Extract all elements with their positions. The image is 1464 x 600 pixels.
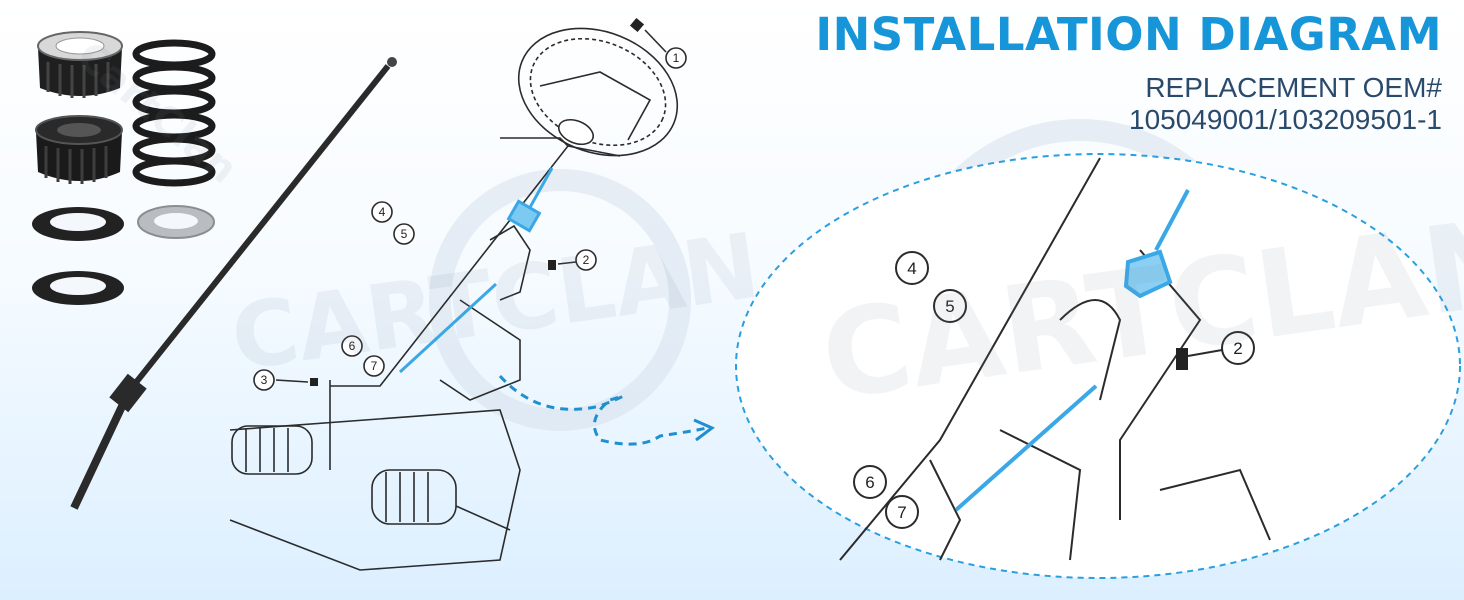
- svg-text:1: 1: [673, 51, 680, 65]
- svg-text:3: 3: [261, 373, 268, 387]
- steering-shaft-icon: [70, 57, 397, 510]
- screw-icon: [310, 17, 645, 386]
- svg-text:4: 4: [907, 259, 916, 278]
- overview-diagram: 1 2 3 4 5 6 7: [229, 17, 687, 571]
- highlighted-shaft: [398, 167, 554, 374]
- bushing-bottom-icon: [35, 115, 123, 184]
- page-title: INSTALLATION DIAGRAM: [815, 8, 1442, 61]
- callout-6: 6: [341, 335, 363, 357]
- replacement-label: REPLACEMENT OEM#: [1145, 72, 1442, 103]
- callout-1: 1: [644, 29, 687, 69]
- callout-3: 3: [253, 369, 309, 391]
- svg-text:6: 6: [865, 473, 874, 492]
- screw-icon: [1176, 348, 1188, 370]
- zoom-callout-6: 6: [853, 465, 887, 499]
- zoom-highlighted-shaft: [954, 189, 1190, 512]
- retaining-ring-icon: [32, 271, 124, 305]
- zoom-callout-7: 7: [885, 495, 919, 529]
- zoom-callout-2: 2: [1187, 331, 1255, 365]
- svg-text:6: 6: [349, 339, 356, 353]
- callout-5: 5: [393, 223, 415, 245]
- zoom-callout-4: 4: [895, 251, 929, 285]
- svg-text:7: 7: [371, 359, 378, 373]
- spring-icon: [132, 39, 216, 187]
- svg-text:2: 2: [1233, 339, 1242, 358]
- retaining-ring-icon: [32, 207, 124, 241]
- rack-boot-right-icon: [371, 469, 457, 525]
- rack-boot-left-icon: [231, 425, 313, 475]
- svg-text:2: 2: [583, 253, 590, 267]
- zoom-detail: 2 4 5 6 7: [735, 153, 1461, 579]
- bushing-top-icon: [37, 31, 123, 98]
- callout-4: 4: [371, 201, 393, 223]
- svg-text:5: 5: [401, 227, 408, 241]
- callout-7: 7: [363, 355, 385, 377]
- washer-icon: [137, 205, 215, 239]
- parts-kit: [32, 31, 397, 510]
- svg-text:5: 5: [945, 297, 954, 316]
- part-numbers: 105049001/103209501-1: [1129, 104, 1442, 135]
- svg-text:7: 7: [897, 503, 906, 522]
- zoom-arrow: [498, 374, 715, 446]
- callout-2: 2: [557, 249, 597, 271]
- svg-text:4: 4: [379, 205, 386, 219]
- zoom-callout-5: 5: [933, 289, 967, 323]
